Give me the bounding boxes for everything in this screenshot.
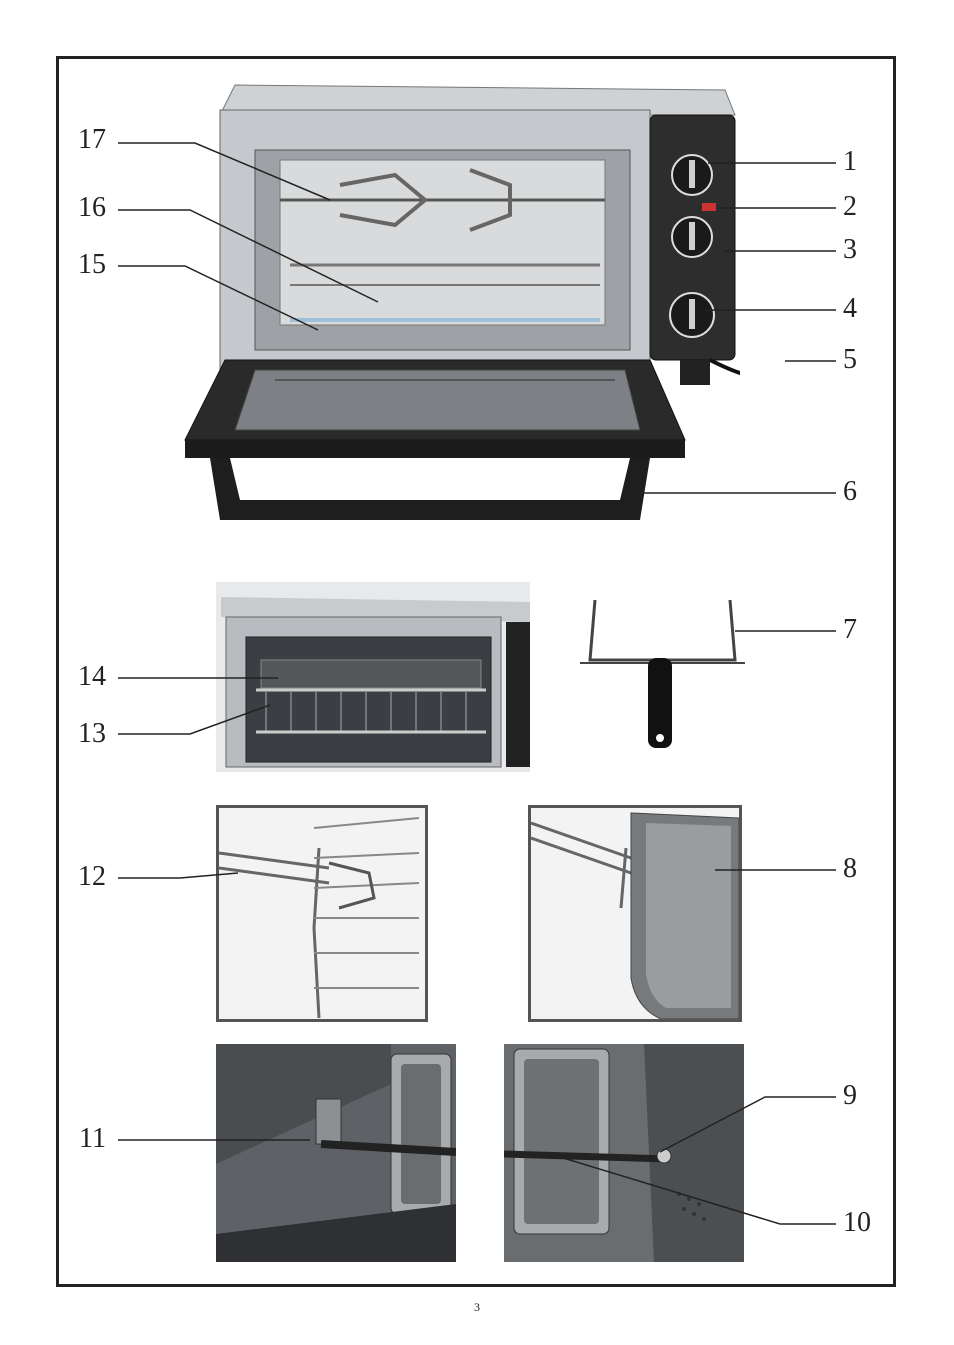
callout-14: 14 xyxy=(56,663,106,691)
rack-closeup-photo xyxy=(216,805,428,1022)
callout-7: 7 xyxy=(843,616,857,644)
callout-1: 1 xyxy=(843,148,857,176)
callout-13: 13 xyxy=(56,720,106,748)
spit-holder-right-photo xyxy=(504,1044,744,1262)
callout-3: 3 xyxy=(843,236,857,264)
tray-handle-photo xyxy=(570,590,750,760)
spit-holder-left-photo xyxy=(216,1044,456,1262)
oven-main-photo xyxy=(180,75,740,535)
oven-racks-photo xyxy=(216,582,530,772)
callout-17: 17 xyxy=(56,126,106,154)
callout-4: 4 xyxy=(843,295,857,323)
page-number: 3 xyxy=(0,1300,954,1315)
callout-11: 11 xyxy=(56,1125,106,1153)
callout-8: 8 xyxy=(843,855,857,883)
callout-12: 12 xyxy=(56,863,106,891)
callout-5: 5 xyxy=(843,346,857,374)
callout-9: 9 xyxy=(843,1082,857,1110)
callout-10: 10 xyxy=(843,1209,871,1237)
tray-closeup-photo xyxy=(528,805,742,1022)
callout-16: 16 xyxy=(56,194,106,222)
callout-15: 15 xyxy=(56,251,106,279)
callout-2: 2 xyxy=(843,193,857,221)
callout-6: 6 xyxy=(843,478,857,506)
